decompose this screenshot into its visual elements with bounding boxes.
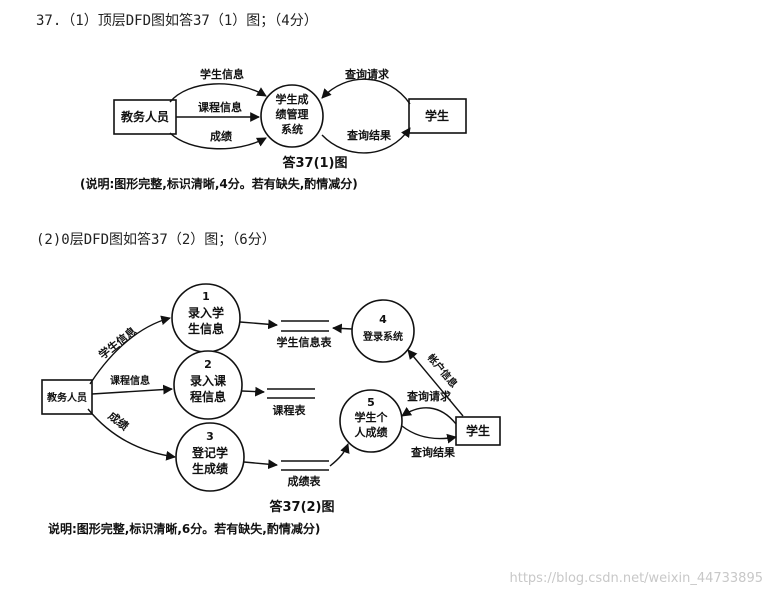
flow-query-request-2-label: 查询请求 bbox=[407, 389, 452, 403]
store-course-table bbox=[267, 388, 315, 399]
process-grade-management-system bbox=[260, 84, 324, 148]
process-5-student-grades bbox=[339, 389, 403, 453]
store-grades-table bbox=[281, 460, 329, 471]
entity-academic-staff-2 bbox=[41, 379, 93, 415]
process-1-label-line-2: 生信息 bbox=[188, 321, 224, 336]
process-3-record-grades bbox=[175, 422, 245, 492]
flow-course-info-2-label: 课程信息 bbox=[110, 374, 150, 387]
process-1-label-line-1: 录入学 bbox=[188, 305, 224, 320]
top-level-dfd: 教务人员 学生 学生成 绩管理 系统 学生信息 课程信息 成绩 查询请求 查询结… bbox=[80, 67, 467, 191]
store-grades-table-label: 成绩表 bbox=[288, 474, 322, 488]
flow-query-result-2 bbox=[401, 425, 457, 444]
flow-account-info-label: 帐户信息 bbox=[425, 351, 461, 390]
flow-query-result-label: 查询结果 bbox=[347, 128, 391, 142]
process-4-login-system bbox=[351, 299, 415, 363]
process-3-number: 3 bbox=[206, 430, 214, 443]
flow-student-info bbox=[169, 83, 267, 103]
store-course-table-label: 课程表 bbox=[273, 403, 307, 417]
process-5-number: 5 bbox=[367, 396, 375, 409]
entity-student-label: 学生 bbox=[425, 108, 449, 123]
question-2-heading: (2)0层DFD图如答37（2）图；（6分） bbox=[36, 232, 276, 248]
process-label-line-1: 学生成 bbox=[276, 92, 309, 106]
process-label-line-2: 绩管理 bbox=[276, 107, 309, 121]
process-5-label-line-1: 学生个 bbox=[355, 410, 389, 424]
flow-account-info bbox=[407, 349, 464, 417]
process-4-number: 4 bbox=[379, 313, 387, 326]
entity-student-2 bbox=[455, 416, 501, 446]
entity-academic-staff-label: 教务人员 bbox=[120, 109, 169, 124]
flow-p1-to-student-info-table bbox=[239, 319, 278, 330]
flow-query-request bbox=[321, 78, 411, 105]
flow-student-info-label: 学生信息 bbox=[200, 67, 244, 81]
flow-course-info-2 bbox=[91, 384, 173, 395]
process-5-label-line-2: 人成绩 bbox=[355, 425, 388, 439]
figure-2-caption: 答37(2)图 bbox=[269, 499, 334, 515]
flow-query-result-2-label: 查询结果 bbox=[411, 445, 455, 459]
flow-p2-to-course-table bbox=[241, 386, 265, 397]
process-3-label-line-1: 登记学 bbox=[191, 445, 228, 460]
entity-student-2-label: 学生 bbox=[466, 423, 490, 438]
process-2-number: 2 bbox=[204, 358, 212, 371]
store-student-info-table bbox=[281, 320, 329, 332]
process-3-label-line-2: 生成绩 bbox=[192, 461, 228, 476]
figure-1-caption: 答37(1)图 bbox=[282, 155, 347, 171]
flow-grades-label: 成绩 bbox=[210, 129, 232, 143]
process-4-label: 登录系统 bbox=[362, 330, 403, 343]
process-label-line-3: 系统 bbox=[281, 122, 303, 136]
process-2-label-line-2: 程信息 bbox=[190, 389, 226, 404]
level-0-dfd: 教务人员 学生 1 录入学 生信息 2 录入课 程信息 3 登记学 生成绩 4 … bbox=[41, 283, 501, 536]
flow-p4-to-student-info-table bbox=[332, 323, 353, 334]
entity-academic-staff-2-label: 教务人员 bbox=[46, 391, 87, 404]
flow-grades bbox=[169, 132, 267, 150]
flow-p3-to-grades-table bbox=[243, 459, 278, 470]
store-student-info-table-label: 学生信息表 bbox=[277, 335, 333, 349]
process-2-label-line-1: 录入课 bbox=[190, 373, 227, 388]
flow-student-info-2-label: 学生信息 bbox=[96, 324, 139, 362]
process-1-number: 1 bbox=[202, 290, 210, 303]
question-1-heading: 37.（1）顶层DFD图如答37（1）图；（4分） bbox=[36, 13, 318, 29]
figure-1-note: (说明:图形完整,标识清晰,4分。若有缺失,酌情减分) bbox=[80, 176, 358, 191]
entity-student bbox=[408, 98, 467, 134]
flow-course-info-label: 课程信息 bbox=[198, 100, 242, 114]
watermark: https://blog.csdn.net/weixin_44733895 bbox=[509, 571, 763, 586]
flow-student-info-2 bbox=[89, 315, 171, 385]
flow-query-result bbox=[321, 127, 411, 154]
flow-grades-table-to-p5 bbox=[329, 443, 350, 467]
figure-2-note: 说明:图形完整,标识清晰,6分。若有缺失,酌情减分) bbox=[48, 521, 320, 536]
entity-academic-staff bbox=[113, 99, 177, 135]
flow-grades-2 bbox=[87, 408, 176, 461]
flow-query-request-2 bbox=[401, 407, 457, 425]
process-2-enter-course-info bbox=[173, 350, 243, 420]
flow-query-request-label: 查询请求 bbox=[345, 67, 390, 81]
